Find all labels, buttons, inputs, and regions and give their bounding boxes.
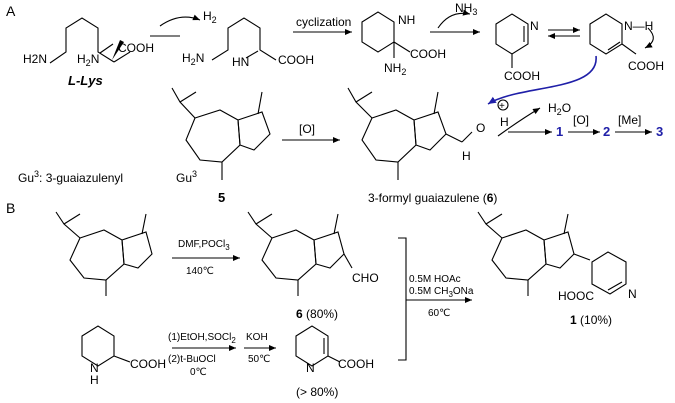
- enamine-structure: N—H COOH: [589, 13, 664, 73]
- imine-cooh-label: COOH: [278, 53, 314, 67]
- enamine-nh: N—H: [624, 19, 653, 33]
- product-1-label: 1 (10%): [570, 313, 612, 327]
- pip-cooh: COOH: [130, 357, 166, 371]
- nh3-release-arrow: [437, 9, 471, 29]
- aminal-nh2: NH2: [384, 61, 406, 77]
- imino-cooh: COOH: [338, 357, 374, 371]
- lys-cooh-label: COOH: [118, 41, 154, 55]
- oxidation-label: [O]: [299, 122, 315, 136]
- lys-nh2-label: H2N: [77, 52, 99, 68]
- koh-temp: 50℃: [248, 354, 270, 365]
- coupling-temp: 60℃: [428, 308, 450, 319]
- imine-structure: H2N HN COOH: [182, 17, 314, 69]
- compound-1-label: 1: [556, 124, 563, 139]
- proton-plus: +: [499, 101, 505, 112]
- nucleophilic-attack-arrow: [487, 55, 597, 105]
- cyclic-imine-structure: N COOH: [495, 13, 540, 83]
- koh-reagent: KOH: [246, 332, 268, 343]
- imino-yield: (> 80%): [296, 385, 338, 399]
- imine-h2n-label: H2N: [182, 51, 204, 67]
- panel-b-label: B: [6, 200, 15, 216]
- lys-h2n-label: H2N: [23, 52, 47, 66]
- combine-bracket: [398, 237, 407, 361]
- pip-h: H: [90, 373, 99, 387]
- formyl-guaiazulene-structure: H O 3-formyl guaiazulene (6): [347, 87, 497, 205]
- guaiazulene-start-structure: [55, 211, 153, 296]
- gu3-label: Gu3: [176, 169, 197, 185]
- imine-ring-cooh: COOH: [504, 69, 540, 83]
- cyclic-aminal-structure: NH COOH NH2: [361, 11, 446, 77]
- vilsmeier-reagent: DMF,POCl3: [178, 239, 230, 252]
- product-1-hooc: HOOC: [558, 289, 594, 303]
- pip-n: N: [90, 361, 99, 375]
- ester-reagent-2: (2)t-BuOCl: [168, 354, 216, 365]
- pipecolic-acid-structure: N H COOH: [81, 325, 166, 387]
- imine-n: N: [530, 19, 539, 33]
- proton-charge-circle: [497, 99, 509, 111]
- step-ox-label: [O]: [573, 113, 589, 127]
- lysine-structure: H2N H2N COOH L-Lys: [23, 17, 154, 88]
- formyl-o: O: [476, 121, 485, 135]
- water-loss-arrow: [497, 107, 541, 137]
- lys-name: L-Lys: [68, 73, 103, 88]
- formyl-label: 3-formyl guaiazulene (6): [368, 191, 497, 205]
- imino-acid-structure: N COOH (> 80%): [295, 325, 374, 399]
- h2-release: H2: [159, 9, 217, 27]
- proton-h: H: [500, 115, 509, 129]
- guaiazulene-5-structure: Gu3 5: [171, 87, 271, 205]
- imino-n: N: [306, 361, 315, 375]
- coupling-reagent-2: 0.5M CH3ONa: [409, 286, 474, 299]
- product-6-structure: CHO 6 (80%): [247, 211, 379, 321]
- formyl-h: H: [462, 149, 471, 163]
- svg-text:H2: H2: [203, 9, 217, 25]
- product-6-label: 6 (80%): [296, 307, 338, 321]
- water-label: H2O: [548, 101, 571, 117]
- product-1-n: N: [628, 287, 637, 301]
- nh3-label: NH3: [455, 1, 477, 17]
- enamine-cooh: COOH: [628, 59, 664, 73]
- coupling-reagent-1: 0.5M HOAc: [409, 274, 461, 285]
- compound-3-label: 3: [656, 124, 663, 139]
- panel-a-label: A: [6, 3, 16, 19]
- gu3-legend: Gu3: 3-guaiazulenyl: [18, 169, 123, 185]
- compound-2-label: 2: [603, 124, 610, 139]
- aminal-cooh: COOH: [410, 47, 446, 61]
- ester-temp: 0℃: [190, 367, 207, 378]
- ester-reagent-1: (1)EtOH,SOCl2: [168, 332, 236, 345]
- compound-5-label: 5: [218, 190, 225, 205]
- vilsmeier-temp: 140℃: [186, 266, 214, 277]
- aminal-nh: NH: [398, 13, 415, 27]
- product-1-structure: HOOC N 1 (10%): [477, 211, 637, 327]
- step-me-label: [Me]: [618, 113, 641, 127]
- cyclization-label: cyclization: [296, 15, 351, 29]
- imine-hn-label: HN: [232, 55, 249, 69]
- cho-label: CHO: [352, 271, 379, 285]
